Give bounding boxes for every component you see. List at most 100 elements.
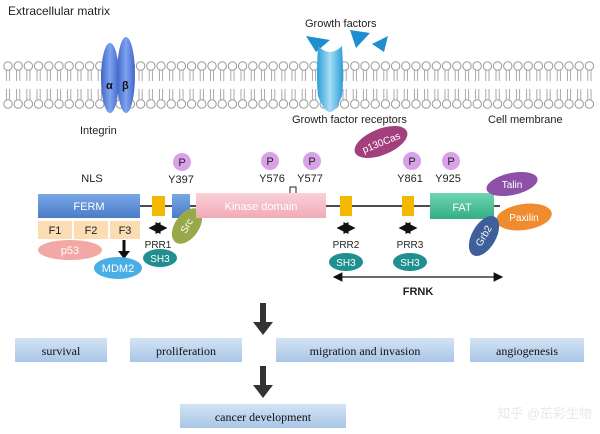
lipid-head [299, 61, 309, 71]
prr3-label: PRR3 [397, 240, 424, 251]
down-arrow-shaft-1 [260, 303, 266, 325]
fat-domain [430, 193, 494, 219]
lipid-head [268, 61, 278, 71]
lipid-head [13, 99, 23, 109]
watermark-text: 知乎 @茁彩生物 [497, 406, 592, 421]
grb2-oval [468, 216, 500, 256]
lipid-head [584, 61, 595, 71]
lipid-head [533, 99, 544, 109]
lipid-head [543, 61, 554, 71]
kinase-tyrosine-bracket [289, 186, 297, 193]
cell-membrane-label: Cell membrane [488, 114, 563, 126]
lipid-head [135, 61, 146, 71]
lipid-head [258, 99, 268, 109]
y925-phospho-circle [442, 152, 460, 170]
f2-lobe [74, 221, 108, 239]
lipid-head [380, 61, 391, 71]
paxilin-oval [496, 203, 552, 231]
prr3-sh3-label: SH3 [400, 258, 420, 269]
lipid-head [309, 61, 319, 71]
lipid-head [462, 61, 472, 71]
lipid-head [176, 99, 187, 109]
prr3-sh3-oval [393, 253, 427, 271]
prr2-linker-box [340, 196, 352, 216]
lipid-head [288, 61, 299, 71]
lipid-head [339, 99, 350, 109]
y925-label: Y925 [435, 173, 461, 185]
growth-factor-receptor [317, 46, 343, 112]
cell-membrane-bilayer [3, 61, 595, 109]
integrin-alpha-label: α [106, 80, 113, 92]
lipid-head [3, 99, 13, 109]
migration-label: migration and invasion [310, 344, 421, 358]
lipid-head [482, 61, 493, 71]
y576-phospho-circle [261, 152, 279, 170]
lipid-head [156, 99, 166, 109]
lipid-head [441, 61, 452, 71]
lipid-head [370, 99, 380, 109]
lipid-head [237, 61, 248, 71]
mdm2-oval [94, 257, 142, 279]
lipid-head [278, 99, 289, 109]
lipid-head [421, 99, 431, 109]
lipid-head [564, 61, 574, 71]
lipid-head [309, 99, 319, 109]
talin-label: Talin [502, 180, 523, 191]
lipid-head [84, 99, 95, 109]
prr1-label: PRR1 [145, 240, 172, 251]
lipid-head [462, 99, 472, 109]
lipid-head [44, 99, 54, 109]
lipid-head [299, 99, 309, 109]
lipid-head [411, 99, 421, 109]
survival-label: survival [42, 344, 81, 358]
prr2-label: PRR2 [333, 240, 360, 251]
growth-factor-triangle [306, 36, 330, 52]
lipid-head [401, 61, 411, 71]
integrin-beta-label: β [122, 80, 129, 92]
y397-linker-box [152, 196, 165, 216]
lipid-head [523, 99, 533, 109]
lipid-head [543, 99, 554, 109]
extracellular-label: Extracellular matrix [8, 4, 110, 18]
lipid-head [217, 99, 227, 109]
integrin-beta-subunit [117, 37, 135, 113]
lipid-head [554, 61, 564, 71]
lipid-head [411, 61, 421, 71]
ferm-domain [38, 194, 140, 218]
lipid-head [258, 61, 268, 71]
lipid-head [390, 61, 401, 71]
lipid-head [197, 99, 207, 109]
lipid-head [54, 61, 64, 71]
lipid-head [574, 61, 584, 71]
lipid-head [554, 99, 564, 109]
survival-box [15, 338, 107, 362]
prr1-sh3-label: SH3 [150, 254, 170, 265]
cancer-development-box [180, 404, 346, 428]
lipid-head [156, 61, 166, 71]
y861-label: Y861 [397, 173, 423, 185]
proliferation-label: proliferation [156, 344, 216, 358]
f3-lobe [110, 221, 140, 239]
proliferation-box [130, 338, 242, 362]
lipid-head [503, 61, 513, 71]
lipid-head [380, 99, 391, 109]
lipid-head [452, 61, 462, 71]
lipid-head [401, 99, 411, 109]
fat-label: FAT [452, 202, 472, 214]
lipid-head [146, 61, 156, 71]
lipid-head [166, 61, 176, 71]
y577-phospho-label: P [308, 156, 315, 168]
lipid-head [237, 99, 248, 109]
f1-lobe [38, 221, 72, 239]
prr2-sh3-label: SH3 [336, 258, 356, 269]
lipid-head [472, 61, 482, 71]
lipid-head [207, 61, 217, 71]
lipid-head [492, 61, 503, 71]
y576-phospho-label: P [266, 156, 273, 168]
prr2-sh3-oval [329, 253, 363, 271]
down-arrow-head-1 [253, 322, 273, 335]
mdm2-label: MDM2 [102, 263, 134, 275]
integrin-alpha-subunit [101, 43, 119, 113]
f3-label: F3 [119, 225, 132, 237]
